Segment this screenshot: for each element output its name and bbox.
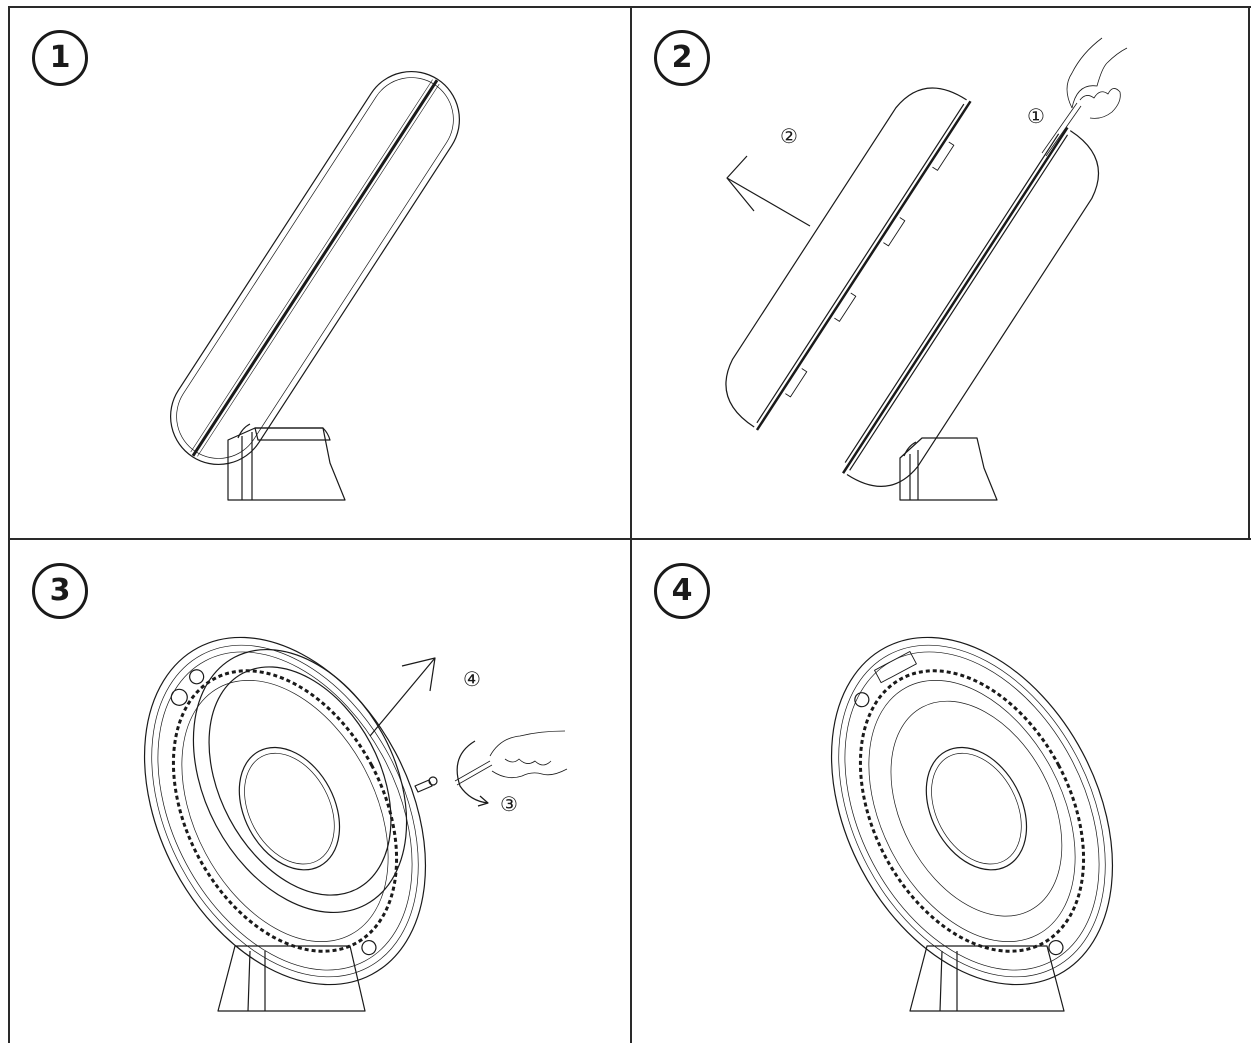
step-3-panel: 3 xyxy=(10,541,630,1043)
step-2-panel: 2 xyxy=(632,8,1248,538)
led-ring xyxy=(192,648,408,914)
arrow-icon xyxy=(726,155,811,227)
screw-icon xyxy=(414,776,438,793)
step-2-badge: 2 xyxy=(654,30,710,86)
lamp-disc-rear xyxy=(830,636,1114,986)
step-1-number: 1 xyxy=(49,40,71,75)
step-2-drawing: ① ② xyxy=(725,37,1128,501)
hand-with-screwdriver-icon xyxy=(454,730,568,786)
callout-1: ① xyxy=(1027,104,1045,128)
callout-3: ③ xyxy=(500,792,518,816)
vertical-divider xyxy=(630,6,632,1043)
horizontal-divider xyxy=(8,538,1251,540)
stand-base xyxy=(899,437,998,501)
step-1-drawing xyxy=(169,70,461,501)
lamp-disc-rear xyxy=(143,636,427,986)
callout-4: ④ xyxy=(463,667,481,691)
stand-base xyxy=(227,423,346,501)
frame-left-border xyxy=(8,6,10,1043)
stand-base xyxy=(909,945,1065,1012)
step-3-badge: 3 xyxy=(32,563,88,619)
step-4-drawing xyxy=(830,636,1114,1012)
step-3-number: 3 xyxy=(49,573,71,608)
step-2-number: 2 xyxy=(671,40,693,75)
stand-base xyxy=(217,945,366,1012)
arrow-icon xyxy=(369,657,436,737)
hand-with-screwdriver-icon xyxy=(1041,37,1128,157)
callout-2: ② xyxy=(780,124,798,148)
step-4-panel: 4 xyxy=(632,541,1248,1043)
step-1-badge: 1 xyxy=(32,30,88,86)
frame-top-border xyxy=(8,6,1251,8)
step-3-drawing: ④ ③ xyxy=(143,636,568,1012)
lamp-front-cover xyxy=(725,87,972,431)
step-4-number: 4 xyxy=(671,573,693,608)
frame-right-border xyxy=(1248,6,1250,538)
step-4-badge: 4 xyxy=(654,563,710,619)
rotation-arrow-icon xyxy=(456,740,489,807)
lamp-back-housing xyxy=(842,126,1100,487)
lamp-disc-side-view xyxy=(169,70,461,466)
step-1-panel: 1 xyxy=(10,8,630,538)
